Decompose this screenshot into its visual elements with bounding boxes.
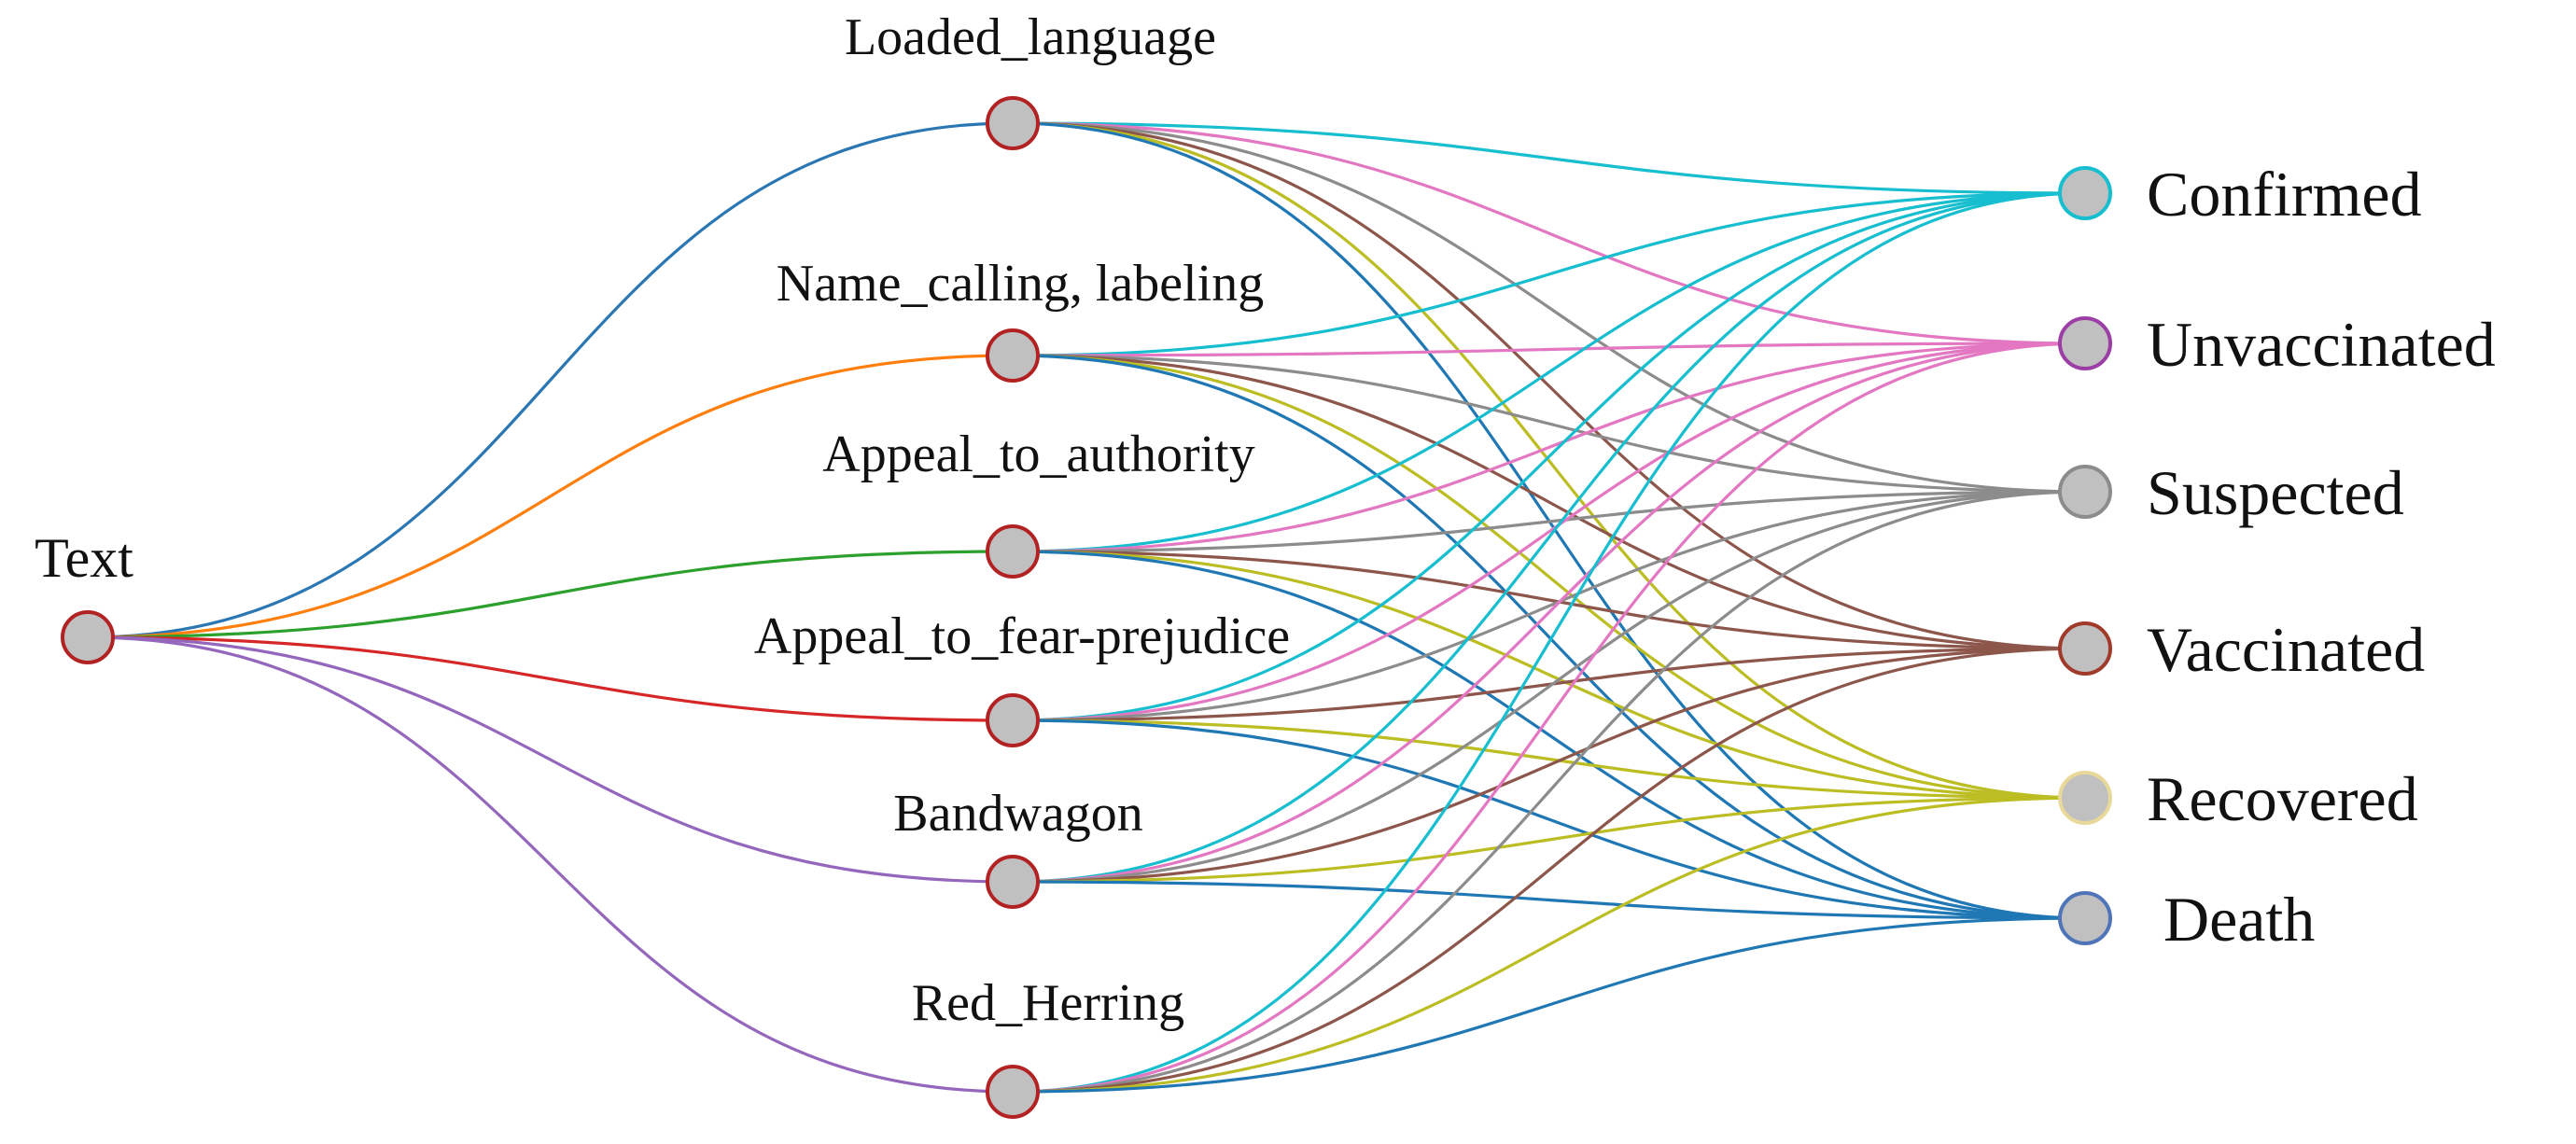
- node-suspected: [2058, 465, 2112, 519]
- node-death: [2058, 891, 2112, 945]
- node-appeal-to-fear-prejudice: [986, 693, 1040, 747]
- label-appeal-to-fear-prejudice: Appeal_to_fear-prejudice: [754, 607, 1290, 665]
- edge-red-herring-to-death: [1012, 916, 2086, 1094]
- label-death: Death: [2163, 884, 2315, 955]
- edge-name-calling-labeling-to-death: [1012, 354, 2086, 920]
- edge-bandwagon-to-unvaccinated: [1012, 342, 2086, 884]
- edge-red-herring-to-confirmed: [1012, 191, 2086, 1094]
- node-recovered: [2058, 771, 2112, 825]
- label-suspected: Suspected: [2147, 457, 2404, 528]
- node-vaccinated: [2058, 621, 2112, 676]
- edge-bandwagon-to-recovered: [1012, 796, 2086, 884]
- edge-bandwagon-to-suspected: [1012, 490, 2086, 884]
- label-red-herring: Red_Herring: [912, 974, 1184, 1032]
- node-red-herring: [986, 1065, 1040, 1119]
- label-bandwagon: Bandwagon: [893, 785, 1143, 843]
- edge-text-to-appeal-to-fear-prejudice: [87, 635, 1014, 722]
- label-unvaccinated: Unvaccinated: [2147, 309, 2496, 380]
- edge-name-calling-labeling-to-suspected: [1012, 354, 2086, 494]
- node-confirmed: [2058, 166, 2112, 220]
- label-confirmed: Confirmed: [2147, 159, 2422, 230]
- edge-appeal-to-fear-prejudice-to-unvaccinated: [1012, 342, 2086, 722]
- edge-red-herring-to-suspected: [1012, 490, 2086, 1094]
- label-vaccinated: Vaccinated: [2147, 614, 2425, 685]
- edge-name-calling-labeling-to-recovered: [1012, 354, 2086, 800]
- label-text: Text: [35, 527, 133, 589]
- label-recovered: Recovered: [2147, 763, 2418, 834]
- edge-red-herring-to-vaccinated: [1012, 647, 2086, 1094]
- edge-loaded-language-to-vaccinated: [1012, 121, 2086, 650]
- edge-bandwagon-to-death: [1012, 880, 2086, 920]
- node-name-calling-labeling: [986, 328, 1040, 383]
- edge-appeal-to-authority-to-confirmed: [1012, 191, 2086, 553]
- edge-loaded-language-to-recovered: [1012, 121, 2086, 800]
- nodes-layer: [61, 96, 2112, 1119]
- edge-text-to-red-herring: [87, 635, 1014, 1094]
- edge-appeal-to-fear-prejudice-to-suspected: [1012, 490, 2086, 722]
- edge-appeal-to-fear-prejudice-to-vaccinated: [1012, 647, 2086, 722]
- node-unvaccinated: [2058, 316, 2112, 370]
- edge-bandwagon-to-confirmed: [1012, 191, 2086, 884]
- edge-name-calling-labeling-to-confirmed: [1012, 191, 2086, 357]
- edge-red-herring-to-unvaccinated: [1012, 342, 2086, 1094]
- edge-appeal-to-fear-prejudice-to-death: [1012, 718, 2086, 920]
- edge-appeal-to-authority-to-suspected: [1012, 490, 2086, 553]
- edge-appeal-to-fear-prejudice-to-recovered: [1012, 718, 2086, 800]
- edge-name-calling-labeling-to-vaccinated: [1012, 354, 2086, 650]
- edge-loaded-language-to-suspected: [1012, 121, 2086, 494]
- edge-appeal-to-authority-to-unvaccinated: [1012, 342, 2086, 553]
- edge-red-herring-to-recovered: [1012, 796, 2086, 1094]
- node-appeal-to-authority: [986, 524, 1040, 579]
- label-name-calling-labeling: Name_calling, labeling: [777, 255, 1264, 313]
- label-appeal-to-authority: Appeal_to_authority: [822, 426, 1254, 483]
- node-bandwagon: [986, 855, 1040, 909]
- edge-loaded-language-to-confirmed: [1012, 121, 2086, 195]
- edges-layer: [87, 121, 2086, 1094]
- edge-appeal-to-fear-prejudice-to-confirmed: [1012, 191, 2086, 722]
- edge-text-to-name-calling-labeling: [87, 354, 1014, 639]
- node-text: [61, 610, 115, 664]
- edge-text-to-appeal-to-authority: [87, 550, 1014, 639]
- edge-appeal-to-authority-to-vaccinated: [1012, 550, 2086, 650]
- edge-name-calling-labeling-to-unvaccinated: [1012, 342, 2086, 357]
- edge-appeal-to-authority-to-death: [1012, 550, 2086, 920]
- edge-bandwagon-to-vaccinated: [1012, 647, 2086, 884]
- label-loaded-language: Loaded_language: [845, 8, 1216, 66]
- node-loaded-language: [986, 96, 1040, 150]
- edge-text-to-bandwagon: [87, 635, 1014, 884]
- edge-appeal-to-authority-to-recovered: [1012, 550, 2086, 800]
- edge-loaded-language-to-unvaccinated: [1012, 121, 2086, 345]
- edge-text-to-loaded-language: [87, 121, 1014, 639]
